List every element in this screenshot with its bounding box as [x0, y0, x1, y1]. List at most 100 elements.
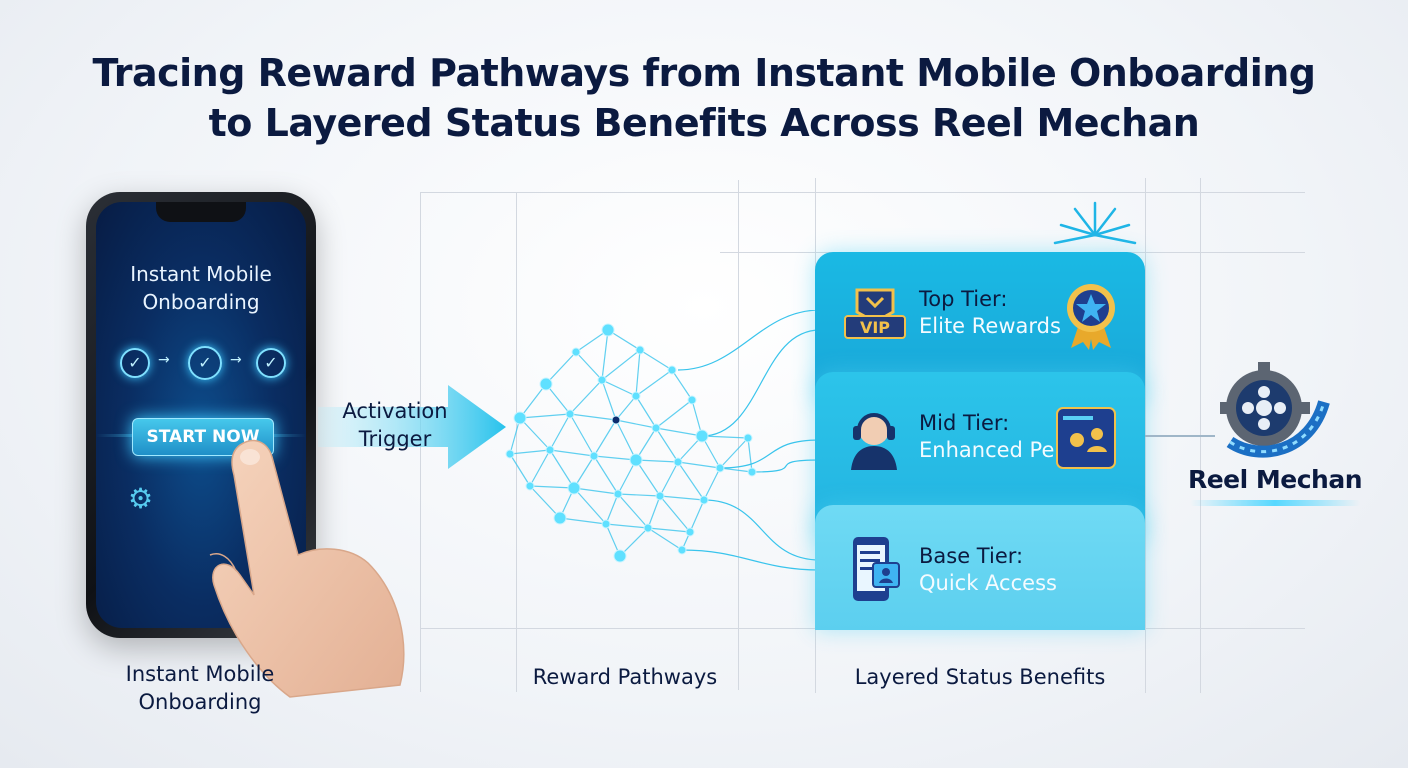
- top-tier-benefit: Elite Rewards: [919, 314, 1061, 338]
- network-node: [589, 451, 599, 461]
- network-edge: [647, 527, 691, 533]
- network-edge: [671, 369, 693, 401]
- pathway-flow-line: [751, 459, 821, 473]
- network-edge: [593, 455, 637, 461]
- network-node: [601, 519, 611, 529]
- network-node: [629, 453, 643, 467]
- sparkle-burst-icon: [1053, 201, 1137, 245]
- network-edge: [559, 517, 607, 525]
- network-node: [601, 323, 615, 337]
- network-edge: [703, 467, 721, 501]
- network-edge: [659, 461, 679, 497]
- network-node: [597, 375, 607, 385]
- activation-arrow: [318, 385, 506, 469]
- phone-screen-title-line-2: Onboarding: [142, 290, 260, 314]
- network-edge: [573, 487, 619, 495]
- base-tier-card[interactable]: Base Tier: Quick Access: [815, 505, 1145, 630]
- activation-line-1: Activation: [342, 399, 448, 423]
- network-node: [545, 445, 555, 455]
- network-node: [715, 463, 725, 473]
- network-edge: [635, 349, 641, 397]
- grid-line: [420, 192, 1305, 193]
- mobile-profile-icon: [853, 537, 900, 601]
- phone-caption-line-2: Onboarding: [138, 690, 262, 714]
- network-edge: [635, 459, 661, 497]
- network-edge: [529, 449, 551, 487]
- network-edge: [747, 437, 753, 473]
- network-edge: [655, 427, 703, 437]
- network-node: [699, 495, 709, 505]
- phone-caption: Instant Mobile Onboarding: [100, 660, 300, 716]
- pathway-flow-line: [677, 310, 821, 371]
- page-title: Tracing Reward Pathways from Instant Mob…: [0, 48, 1408, 148]
- network-edge: [509, 449, 551, 455]
- network-edge: [545, 351, 577, 385]
- network-edge: [617, 493, 649, 529]
- network-edge: [689, 499, 705, 533]
- phone-caption-line-1: Instant Mobile: [125, 662, 275, 686]
- network-edge: [601, 379, 637, 397]
- network-node: [655, 491, 665, 501]
- network-edge: [619, 527, 649, 557]
- network-node: [651, 423, 661, 433]
- check-circle-icon: ✓: [120, 348, 150, 378]
- network-node: [667, 365, 677, 375]
- network-edge: [617, 493, 661, 497]
- network-edge: [659, 495, 691, 533]
- pathway-flow-line: [681, 549, 821, 571]
- base-tier-label: Base Tier:: [919, 544, 1024, 568]
- network-edge: [549, 449, 575, 489]
- gear-film-reel-icon: [1220, 362, 1330, 458]
- network-edge: [719, 467, 753, 473]
- network-node: [513, 411, 527, 425]
- phone-screen-title: Instant Mobile Onboarding: [96, 260, 306, 316]
- network-node: [613, 549, 627, 563]
- network-edge: [569, 379, 603, 415]
- network-edge: [529, 485, 561, 519]
- check-circle-icon: ✓: [256, 348, 286, 378]
- network-edge: [635, 395, 657, 429]
- network-node: [553, 511, 567, 525]
- brand-connector-line: [1145, 435, 1215, 437]
- network-node: [611, 415, 621, 425]
- mid-tier-label: Mid Tier:: [919, 411, 1010, 435]
- network-node: [539, 377, 553, 391]
- network-node: [685, 527, 695, 537]
- network-edge: [593, 455, 619, 495]
- vip-badge-icon: VIP: [844, 288, 906, 339]
- vip-badge-text: VIP: [860, 318, 890, 337]
- arrow-right-icon: →: [230, 352, 242, 368]
- grid-line: [516, 192, 517, 692]
- star-medal-icon: [1067, 284, 1115, 350]
- base-tier-text: Base Tier: Quick Access: [919, 543, 1057, 597]
- pathway-flow-line: [719, 439, 821, 469]
- network-edge: [677, 461, 705, 501]
- network-node: [747, 467, 757, 477]
- network-edge: [593, 419, 617, 457]
- top-tier-label: Top Tier:: [919, 287, 1008, 311]
- start-now-button[interactable]: START NOW: [132, 418, 274, 456]
- network-edge: [655, 427, 679, 463]
- network-node: [631, 391, 641, 401]
- reward-pathways-caption: Reward Pathways: [532, 665, 718, 689]
- title-line-2: to Layered Status Benefits Across Reel M…: [208, 101, 1200, 145]
- title-line-1: Tracing Reward Pathways from Instant Mob…: [92, 51, 1316, 95]
- network-edge: [601, 349, 641, 381]
- network-edge: [601, 329, 609, 381]
- network-edge: [719, 437, 749, 469]
- gear-icon[interactable]: ⚙: [128, 482, 154, 515]
- network-node: [571, 347, 581, 357]
- network-node: [677, 545, 687, 555]
- network-edge: [701, 435, 749, 439]
- network-node: [525, 481, 535, 491]
- network-edge: [601, 379, 617, 421]
- network-edge: [519, 383, 547, 419]
- pathway-flow-line: [703, 499, 821, 561]
- network-edge: [635, 459, 679, 463]
- network-edge: [655, 399, 693, 429]
- network-edge: [677, 461, 721, 469]
- network-edge: [573, 487, 607, 525]
- network-node: [695, 429, 709, 443]
- top-tier-text: Top Tier: Elite Rewards: [919, 286, 1061, 340]
- network-edge: [615, 419, 657, 429]
